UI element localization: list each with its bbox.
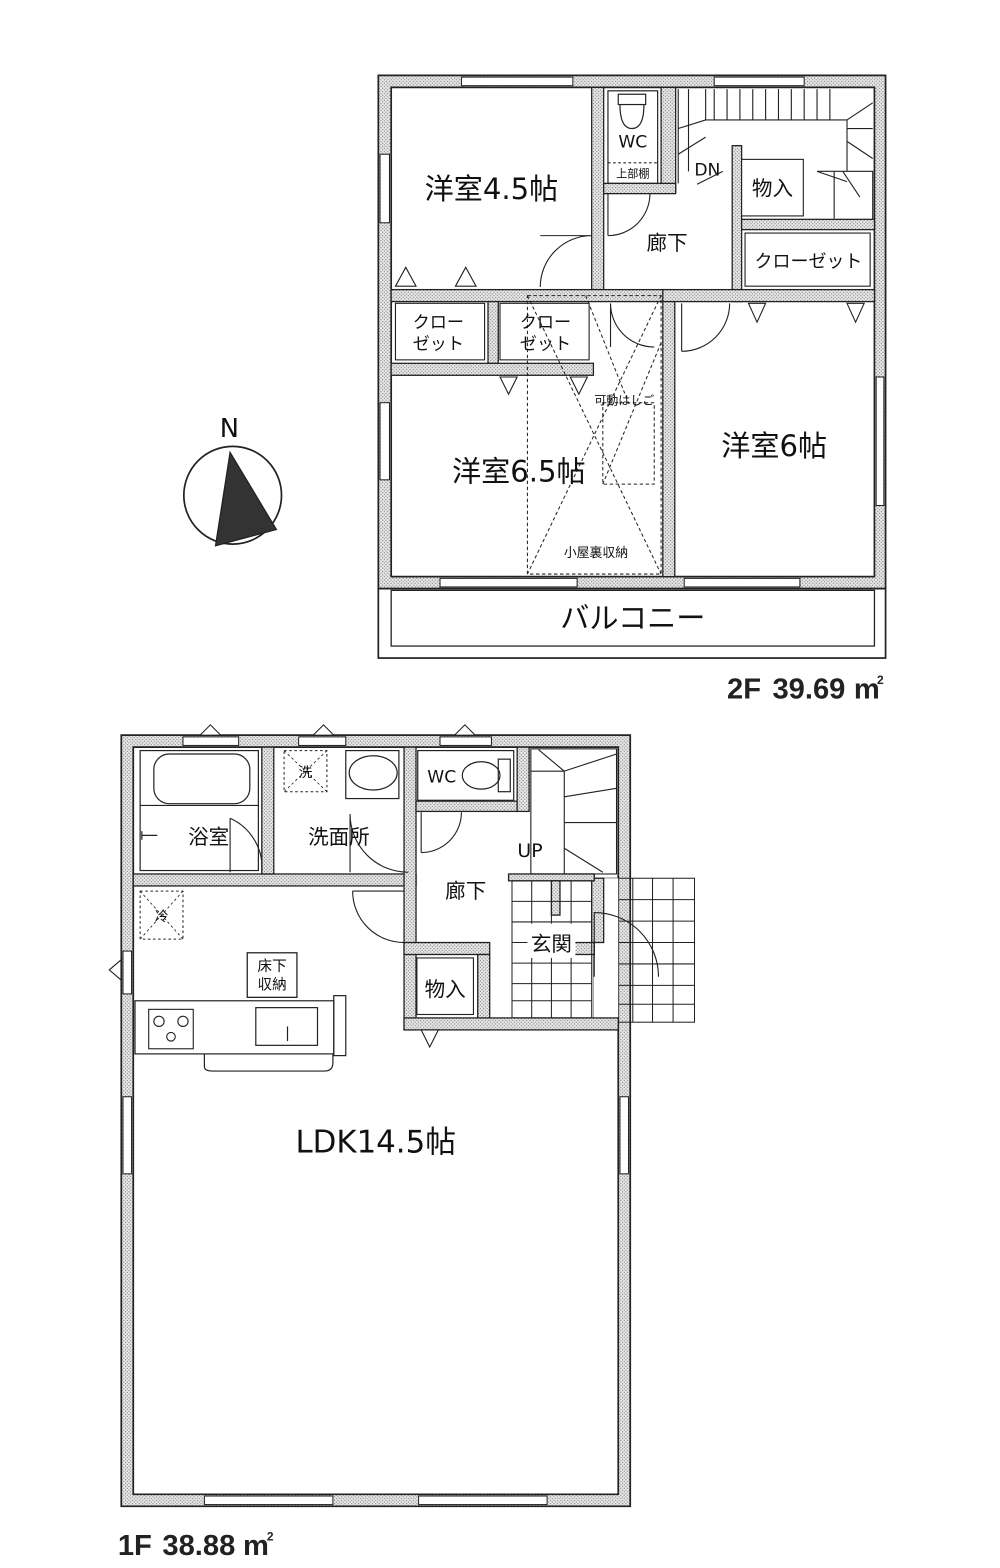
room-label-closet-long: クローゼット (754, 251, 862, 272)
stove-icon (148, 1008, 194, 1050)
underfloor-storage (246, 952, 298, 998)
first-floor-exterior-wall (120, 734, 632, 1508)
compass-needle (214, 450, 278, 547)
compass: N (182, 414, 283, 547)
first-floor-storage (416, 957, 474, 1016)
second-floor-area-label: 2F (727, 673, 761, 705)
second-floor-area: 2F 39.69 m 2 (727, 673, 884, 706)
second-floor-area-value: 39.69 (772, 673, 845, 705)
room-label-closet-b-bottom: ゼット (520, 335, 571, 355)
room-label-balcony: バルコニー (560, 601, 705, 635)
kitchen-counter (134, 995, 347, 1072)
room-label-closet-b-top: クロー (520, 313, 571, 333)
label-stairs-up: UP (517, 841, 542, 862)
label-fridge: 冷 (155, 909, 169, 925)
first-floor-area: 1F 38.88 m 2 (118, 1530, 274, 1563)
second-floor-closets (394, 232, 871, 361)
second-floor-stairs (677, 89, 874, 220)
label-movable-ladder: 可動はしご (594, 392, 654, 407)
second-floor-doors (539, 193, 731, 352)
room-label-washroom: 洗面所 (308, 825, 370, 849)
second-floor-toilet (607, 90, 659, 184)
second-floor-area-unit: m (854, 673, 880, 705)
label-washer: 洗 (299, 765, 313, 781)
room-label-ldk: LDK14.5帖 (295, 1124, 456, 1160)
room-label-closet-a-bottom: ゼット (413, 335, 464, 355)
first-floor-area-label: 1F (118, 1530, 152, 1562)
room-label-wc-1f: WC (427, 767, 456, 787)
compass-north-label: N (220, 414, 239, 444)
second-floor-windows (379, 76, 885, 588)
room-label-bathroom: 浴室 (188, 825, 229, 849)
room-label-hallway-2f: 廊下 (647, 231, 688, 255)
room-label-western-4-5: 洋室4.5帖 (425, 172, 559, 206)
label-underfloor-top: 床下 (258, 958, 287, 975)
washer-space (283, 750, 328, 793)
label-attic-storage: 小屋裏収納 (564, 545, 628, 561)
balcony-inner (390, 589, 876, 647)
room-label-wc-2f: WC (618, 132, 647, 152)
room-label-hallway-1f: 廊下 (445, 879, 486, 903)
second-floor-interior-walls (390, 86, 876, 578)
attic-storage-outline (526, 295, 662, 575)
room-label-western-6-5: 洋室6.5帖 (452, 455, 586, 489)
room-label-storage-1f: 物入 (425, 977, 466, 1001)
first-floor-area-sup: 2 (267, 1530, 274, 1544)
window-triangles-1f (198, 724, 477, 736)
first-floor-doors (229, 812, 660, 977)
fridge-space (139, 890, 184, 940)
room-label-storage-2f: 物入 (752, 176, 793, 200)
room-label-entrance: 玄関 (531, 932, 572, 956)
wash-basin (345, 749, 400, 800)
first-floor-area-unit: m (243, 1530, 269, 1562)
first-floor-plan: 浴室 洗 洗面所 WC UP 廊下 冷 床下 収納 玄関 物入 LDK14.5帖… (108, 724, 696, 1563)
first-floor-area-value: 38.88 (162, 1530, 235, 1562)
upstairs-storage (741, 158, 804, 217)
label-underfloor-bottom: 収納 (258, 977, 287, 994)
first-floor-toilet (417, 749, 515, 801)
label-stairs-down: DN (694, 161, 720, 181)
second-floor-plan: 洋室4.5帖 WC 上部棚 DN 物入 廊下 クローゼット クロー ゼット クロ… (377, 74, 887, 706)
label-upper-shelf: 上部棚 (616, 166, 649, 180)
room-label-western-6: 洋室6帖 (721, 429, 827, 463)
first-floor-windows (122, 736, 630, 1506)
first-floor-stairs (530, 748, 618, 875)
bathtub (139, 749, 259, 872)
room-label-closet-a-top: クロー (413, 313, 464, 333)
second-floor-area-sup: 2 (877, 673, 884, 687)
closet-door-markers (394, 266, 866, 396)
